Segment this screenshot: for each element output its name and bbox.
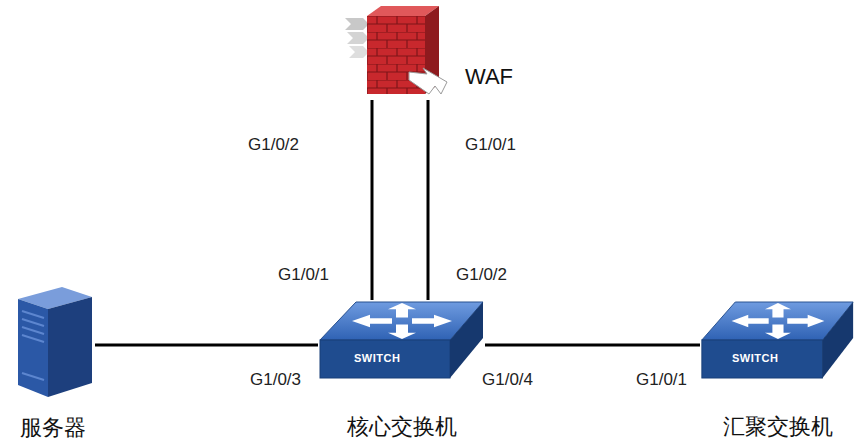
network-link [427, 100, 430, 300]
node-label: 服务器 [20, 413, 86, 443]
node-label: 核心交换机 [347, 412, 457, 442]
firewall-icon [345, 2, 457, 100]
switch-icon [318, 300, 485, 382]
network-link [95, 344, 318, 347]
switch-icon [700, 300, 855, 382]
network-link [485, 344, 700, 347]
port-label: G1/0/3 [250, 370, 301, 390]
firewall-node: WAF [345, 2, 520, 100]
port-label: G1/0/2 [456, 265, 507, 285]
port-label: G1/0/1 [465, 135, 516, 155]
network-link [371, 100, 374, 300]
device-brand: SWITCH [732, 352, 778, 364]
server-node: 服务器 [10, 285, 95, 441]
switch-node: SWITCH 汇聚交换机 [700, 300, 855, 441]
port-label: G1/0/1 [278, 265, 329, 285]
switch-node: SWITCH 核心交换机 [318, 300, 485, 441]
port-label: G1/0/4 [482, 370, 533, 390]
port-label: G1/0/1 [636, 370, 687, 390]
node-label: WAF [465, 64, 513, 90]
node-label: 汇聚交换机 [723, 412, 833, 442]
server-icon [10, 285, 95, 400]
device-brand: SWITCH [354, 352, 400, 364]
port-label: G1/0/2 [248, 135, 299, 155]
